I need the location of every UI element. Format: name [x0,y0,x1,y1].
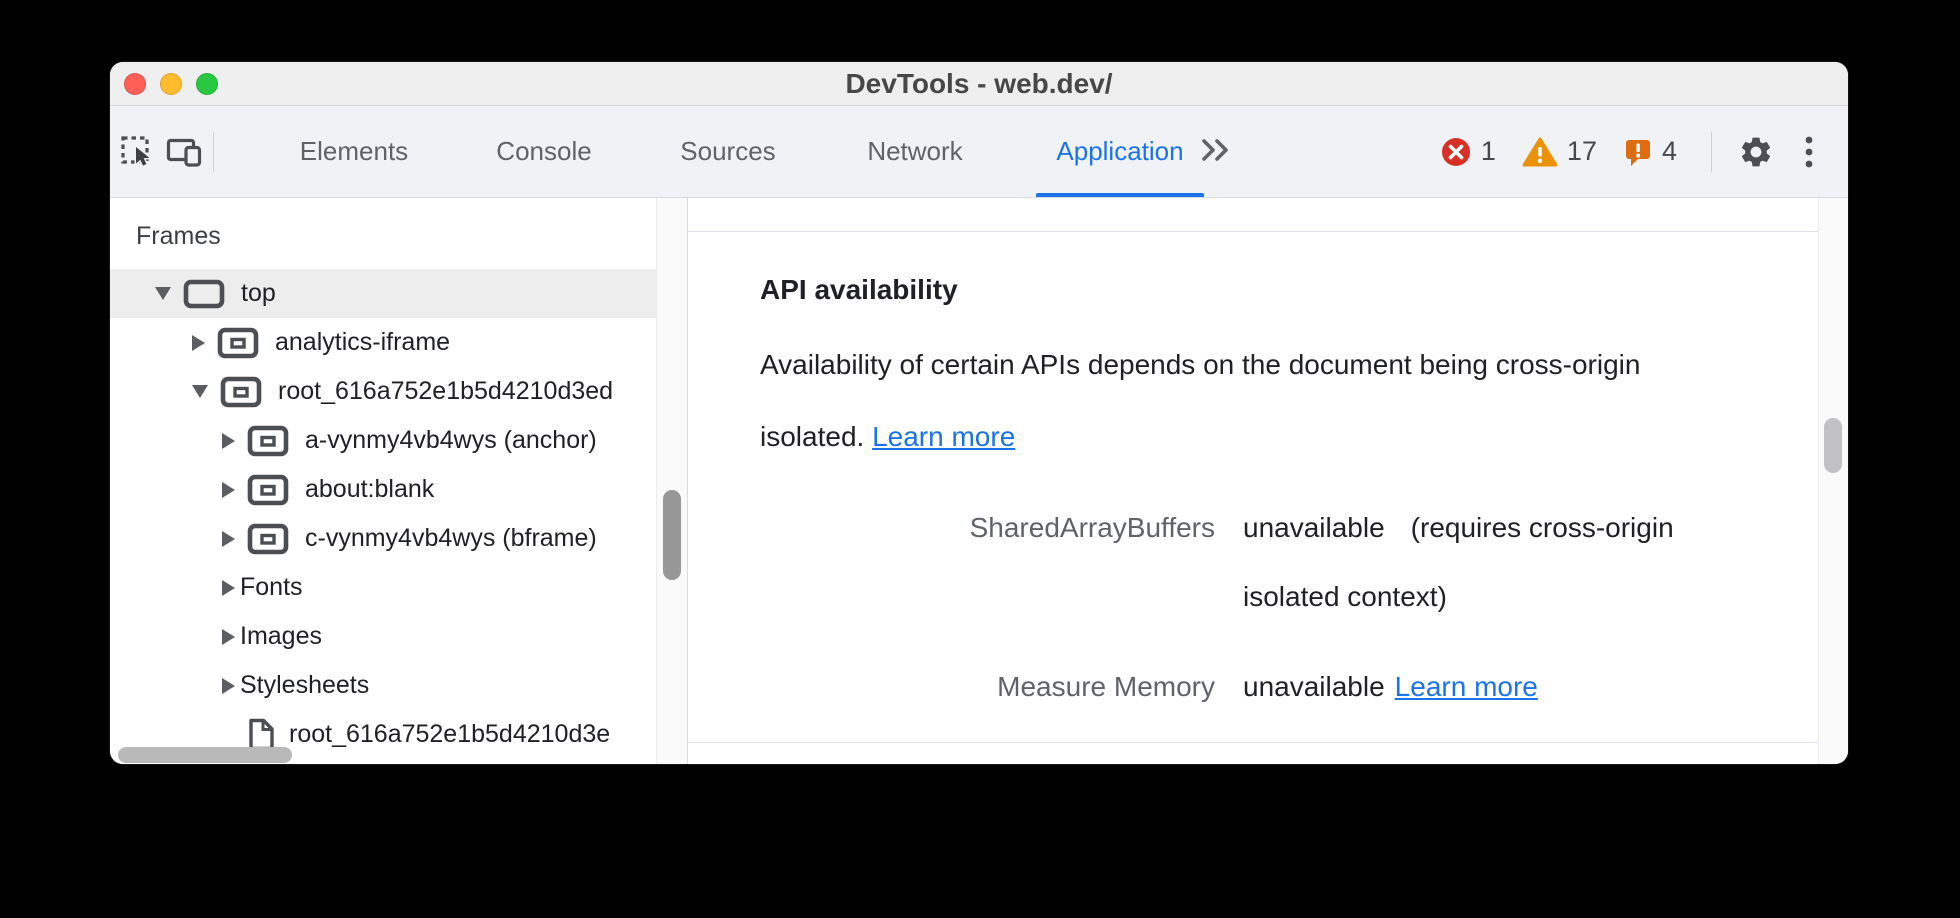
panel-tabs: Elements Console Sources Network Applica… [230,106,1210,197]
issues-count[interactable]: 4 [1661,136,1677,166]
tree-item-bframe[interactable]: c-vynmy4vb4wys (bframe) [110,514,656,563]
tree-item-label: c-vynmy4vb4wys (bframe) [305,524,597,552]
tab-elements[interactable]: Elements [299,136,409,166]
window-title: DevTools - web.dev/ [845,68,1113,99]
tree-item-about-blank[interactable]: about:blank [110,465,656,514]
field-shared-array-buffers: SharedArrayBuffers unavailable(requires … [760,493,1674,631]
frames-section-header: Frames [136,222,221,250]
sidebar-horizontal-scrollbar-thumb[interactable] [118,747,292,763]
learn-more-link[interactable]: Learn more [1394,671,1538,702]
tree-item-label: Fonts [240,573,303,601]
section-title: API availability [760,274,958,305]
content-scrollbar-thumb[interactable] [1824,418,1842,473]
learn-more-link[interactable]: Learn more [872,421,1016,452]
disclosure-expanded-icon[interactable] [192,385,208,398]
disclosure-collapsed-icon[interactable] [192,334,205,351]
tree-item-top[interactable]: top [110,269,656,318]
tree-item-anchor-frame[interactable]: a-vynmy4vb4wys (anchor) [110,416,656,465]
iframe-icon [217,327,259,358]
tree-item-label: a-vynmy4vb4wys (anchor) [305,426,597,454]
section-divider [688,742,1818,743]
disclosure-collapsed-icon[interactable] [222,677,235,694]
warning-count-icon[interactable] [1522,136,1558,168]
disclosure-collapsed-icon[interactable] [222,432,235,449]
sidebar-scrollbar-thumb[interactable] [663,490,681,580]
disclosure-collapsed-icon[interactable] [222,530,235,547]
iframe-icon [247,523,289,554]
tab-network[interactable]: Network [867,136,963,166]
frames-tree: top analytics-iframe root_616a752e1b5d42… [110,269,656,759]
document-icon [249,718,274,751]
frame-details-view: API availability Availability of certain… [688,198,1818,764]
field-value-line-2: isolated context) [1243,581,1447,612]
field-value: unavailable(requires cross-origin isolat… [1243,493,1674,631]
tree-item-analytics-iframe[interactable]: analytics-iframe [110,318,656,367]
disclosure-collapsed-icon[interactable] [222,628,235,645]
tree-item-images[interactable]: Images [110,612,656,661]
tab-sources[interactable]: Sources [680,136,776,166]
api-availability-description: Availability of certain APIs depends on … [760,329,1640,473]
field-key: SharedArrayBuffers [969,512,1215,543]
devtools-window: DevTools - web.dev/ Elements Console Sou… [110,62,1848,764]
minimize-window-button[interactable] [160,73,182,95]
sidebar-scrollbar-track[interactable] [656,198,687,764]
tree-item-label: root_616a752e1b5d4210d3ed [278,377,614,405]
toolbar-right-group: 1 17 4 [1440,106,1814,197]
disclosure-expanded-icon[interactable] [155,287,171,300]
tree-item-label: about:blank [305,475,435,503]
tree-item-label: analytics-iframe [275,328,451,356]
error-count-icon[interactable] [1440,136,1472,168]
toolbar-separator [213,132,214,172]
error-count[interactable]: 1 [1480,136,1496,166]
issues-count-icon[interactable] [1623,137,1653,167]
inspect-element-icon[interactable] [120,135,154,174]
kebab-menu-icon[interactable] [1804,133,1814,171]
field-key: Measure Memory [997,671,1215,702]
tree-item-stylesheets[interactable]: Stylesheets [110,661,656,710]
more-tabs-icon[interactable] [1200,136,1234,169]
frame-icon [183,279,225,308]
warning-count[interactable]: 17 [1566,136,1597,166]
iframe-icon [247,425,289,456]
titlebar: DevTools - web.dev/ [110,62,1848,106]
description-line-2: isolated. Learn more [760,421,1016,452]
iframe-icon [220,376,262,407]
tree-item-label: Stylesheets [240,671,370,699]
disclosure-collapsed-icon[interactable] [222,579,235,596]
tree-item-root-document[interactable]: root_616a752e1b5d4210d3e [110,710,656,759]
application-sidebar: Frames top analytics-iframe root_616a752… [110,198,656,764]
devtools-toolbar: Elements Console Sources Network Applica… [110,106,1848,198]
tree-item-root-frame[interactable]: root_616a752e1b5d4210d3ed [110,367,656,416]
toolbar-separator [1711,131,1712,172]
tree-item-label: root_616a752e1b5d4210d3e [289,720,611,748]
zoom-window-button[interactable] [196,73,218,95]
close-window-button[interactable] [124,73,146,95]
settings-gear-icon[interactable] [1738,134,1774,170]
tab-application[interactable]: Application [1030,106,1210,197]
section-divider [688,231,1818,232]
disclosure-collapsed-icon[interactable] [222,481,235,498]
toggle-device-toolbar-icon[interactable] [166,137,202,172]
description-line-1: Availability of certain APIs depends on … [760,349,1641,380]
tree-item-label: top [241,279,276,307]
tab-console[interactable]: Console [496,136,592,166]
sidebar-content-divider[interactable] [687,198,688,764]
tree-item-fonts[interactable]: Fonts [110,563,656,612]
iframe-icon [247,474,289,505]
tree-item-label: Images [240,622,322,650]
field-value-line-1: unavailable(requires cross-origin [1243,512,1674,543]
content-scrollbar-track[interactable] [1818,198,1848,764]
